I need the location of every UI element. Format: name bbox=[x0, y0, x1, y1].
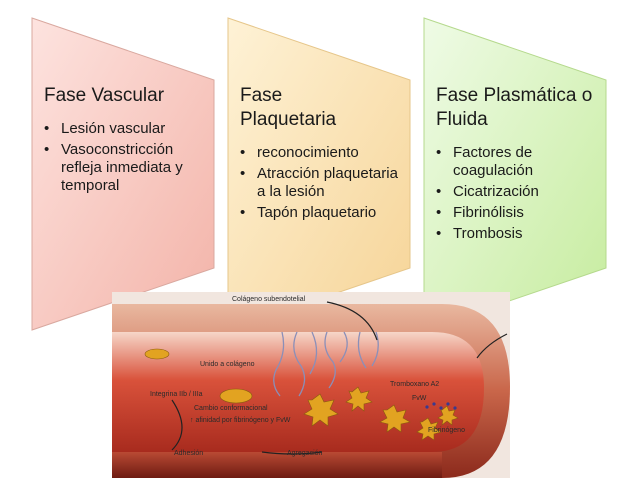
label-colageno: Colágeno subendotelial bbox=[232, 296, 306, 303]
label-afinidad: ↑ afinidad por fibrinógeno y FvW bbox=[190, 417, 291, 424]
label-tromboxano: Tromboxano A2 bbox=[390, 381, 439, 388]
phase-item: Fibrinólisis bbox=[436, 204, 596, 222]
vessel-drawing: Colágeno subendotelial Unido a colágeno … bbox=[112, 292, 510, 478]
platelets bbox=[144, 348, 459, 441]
phase-item: Factores de coagulación bbox=[436, 144, 596, 180]
phase-title: Fase Plaquetaria bbox=[240, 85, 337, 130]
label-fvw: FvW bbox=[412, 395, 427, 402]
phase-item: reconocimiento bbox=[240, 144, 400, 162]
phase-item: Atracción plaquetaria a la lesión bbox=[240, 165, 400, 201]
phase-items: Factores de coagulación Cicatrización Fi… bbox=[436, 144, 596, 243]
phase-item: Lesión vascular bbox=[44, 120, 209, 138]
phase-plasmatica-content: Fase Plasmática o Fluida Factores de coa… bbox=[436, 84, 596, 246]
label-adhesion: Adhesión bbox=[174, 450, 203, 457]
phase-item: Cicatrización bbox=[436, 183, 596, 201]
phase-item: Tapón plaquetario bbox=[240, 204, 400, 222]
phase-title: Fase Vascular bbox=[44, 85, 165, 106]
phase-item: Trombosis bbox=[436, 225, 596, 243]
phase-items: reconocimiento Atracción plaquetaria a l… bbox=[240, 144, 400, 222]
phase-title: Fase Plasmática o Fluida bbox=[436, 85, 593, 130]
label-unido: Unido a colágeno bbox=[200, 361, 255, 368]
process-arrows bbox=[171, 301, 508, 455]
label-integrina: Integrina IIb / IIIa bbox=[150, 391, 203, 398]
vwf-molecules bbox=[425, 402, 457, 410]
label-fibrinogeno: Fibrinógeno bbox=[428, 427, 465, 434]
label-agregacion: Agregación bbox=[287, 450, 323, 457]
label-cambio: Cambio conformacional bbox=[194, 405, 268, 412]
phase-item: Vasoconstricción refleja inmediata y tem… bbox=[44, 141, 209, 195]
blood-vessel-illustration: Colágeno subendotelial Unido a colágeno … bbox=[112, 292, 510, 478]
phase-plaquetaria-content: Fase Plaquetaria reconocimiento Atracció… bbox=[240, 84, 400, 225]
collagen-fibers bbox=[273, 331, 379, 397]
phase-vascular-content: Fase Vascular Lesión vascular Vasoconstr… bbox=[44, 84, 209, 198]
phase-items: Lesión vascular Vasoconstricción refleja… bbox=[44, 120, 209, 195]
